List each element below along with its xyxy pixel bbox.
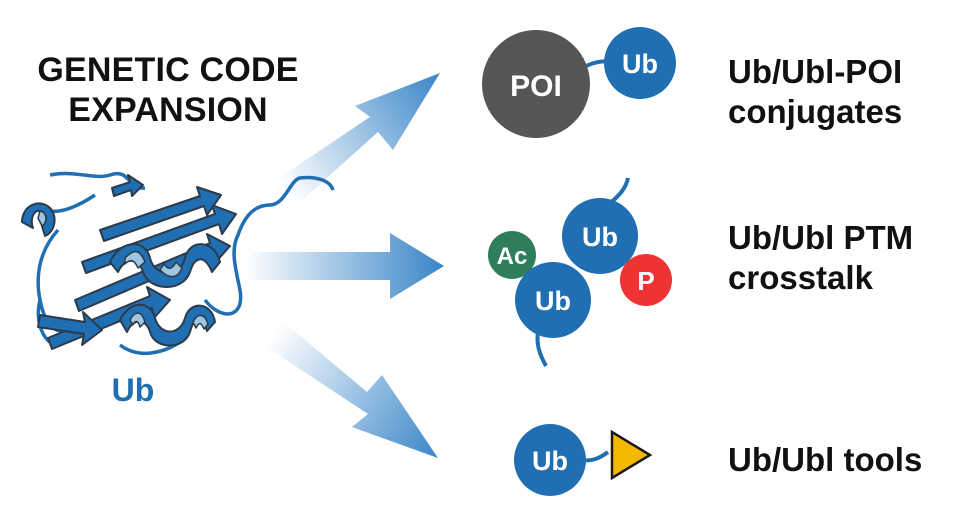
output-label-line-1: Ub/Ubl PTM [728,219,914,256]
ub-node-top [562,198,638,274]
protein-label: Ub [111,372,155,408]
output-label-line-2: conjugates [728,93,903,130]
ub-node-label: Ub [622,49,658,79]
output-label-line-2: crosstalk [728,259,873,296]
crosstalk-graphic: Ub Ac Ub P [488,177,672,367]
poi-node-label: POI [510,70,562,103]
conjugate-graphic: POI Ub [482,27,676,138]
arrow-to-tools [262,323,438,458]
output-label-conjugates: Ub/Ubl-POI conjugates [728,52,902,132]
arrow-to-crosstalk [240,233,444,299]
ub-node-bottom-label: Ub [535,286,571,316]
output-label-crosstalk: Ub/Ubl PTM crosstalk [728,218,913,298]
title-line-2: EXPANSION [68,91,268,129]
output-label-line-1: Ub/Ubl tools [728,441,923,478]
poi-node [482,30,590,138]
ubiquitin-structure [21,171,335,355]
output-label-line-1: Ub/Ubl-POI [728,53,903,90]
ac-node [488,231,536,279]
p-node-label: P [637,266,654,296]
ub-node-bottom [515,262,591,338]
tool-graphic: Ub [514,424,653,496]
ub-node [604,27,676,99]
output-label-tools: Ub/Ubl tools [728,440,922,480]
arrow-to-conjugates [276,73,440,202]
linker-bottom [535,331,548,367]
title-line-1: GENETIC CODE [37,51,299,89]
ac-node-label: Ac [497,243,528,270]
ub-node-top-label: Ub [582,222,618,252]
tag-triangle-icon [610,429,653,481]
p-node [620,254,672,306]
page-title: GENETIC CODE EXPANSION [18,50,318,130]
ub-node-tool-label: Ub [532,446,568,476]
ub-node-tool [514,424,586,496]
